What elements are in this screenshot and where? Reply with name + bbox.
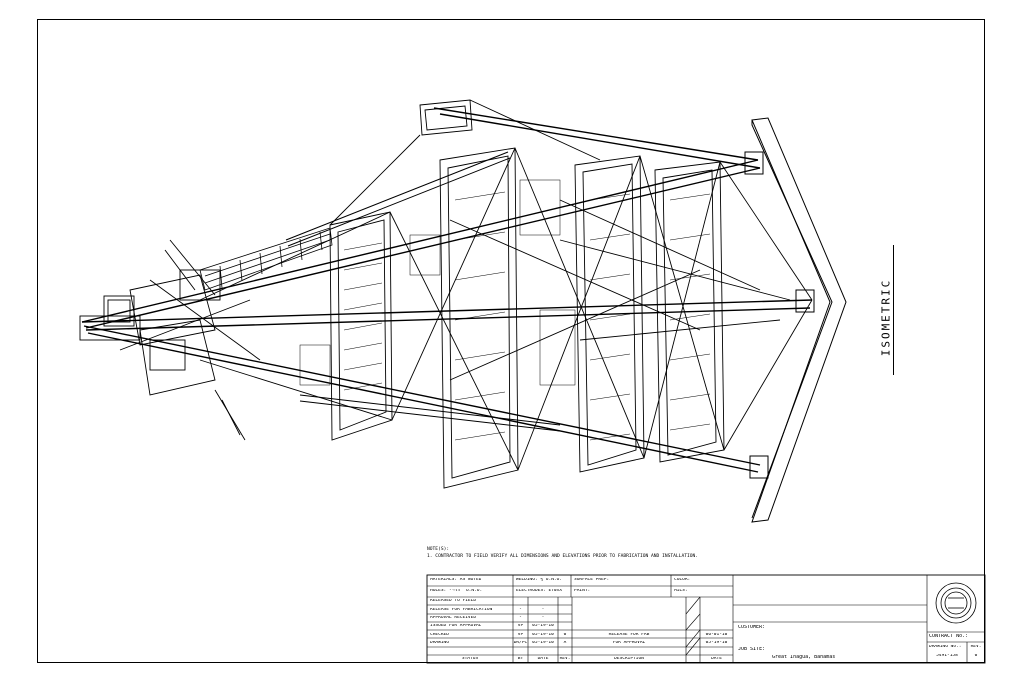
pipe-runs bbox=[285, 151, 561, 432]
status-row-by: DR/PC bbox=[513, 641, 528, 645]
status-row-release-for-fabrication: RELEASE FOR FABRICATION bbox=[430, 608, 493, 612]
status-row-date: 05-19-10 bbox=[532, 624, 554, 628]
column-header-description: DESCRIPTION bbox=[614, 657, 644, 661]
status-row-drawing: DRAWING bbox=[430, 641, 449, 645]
color-field: COLOR: bbox=[674, 578, 691, 582]
status-row-by: VP bbox=[517, 624, 524, 628]
column-header-date-2: DATE bbox=[711, 657, 722, 661]
status-row-date: - bbox=[541, 616, 545, 620]
paint-field: PAINT: bbox=[574, 589, 591, 593]
column-header-rev: REV. bbox=[559, 657, 571, 661]
revision-description: FOR APPROVAL bbox=[612, 641, 646, 645]
notes-header: NOTE(S): bbox=[427, 547, 450, 552]
contract-number-label: CONTRACT No.: bbox=[929, 634, 969, 639]
welding-field: WELDING: ¼ U.N.O. bbox=[516, 578, 563, 582]
note-1: 1. CONTRACTOR TO FIELD VERIFY ALL DIMENS… bbox=[427, 553, 699, 559]
revision-date: 06-01-10 bbox=[705, 633, 728, 637]
tower-legs bbox=[81, 107, 813, 473]
rev-value: 0 bbox=[974, 654, 978, 658]
status-row-by: - bbox=[519, 608, 522, 612]
revision-description: RELEASE FOR FAB bbox=[608, 633, 650, 637]
head-assembly bbox=[79, 239, 261, 441]
column-header-by: BY bbox=[517, 657, 524, 661]
aisc-seal-logo bbox=[935, 582, 977, 624]
status-row-date: 05-19-10 bbox=[532, 641, 554, 645]
base-slab bbox=[751, 117, 847, 523]
column-header-date: DATE bbox=[537, 657, 549, 661]
revision-number: 0 bbox=[563, 633, 567, 637]
status-row-date: - bbox=[541, 608, 545, 612]
rev-label: REV. bbox=[970, 645, 982, 649]
status-row-issued-for-approval: ISSUED FOR APPROVAL bbox=[430, 624, 482, 628]
status-row-by: VP bbox=[517, 633, 524, 637]
status-row-checked: CHECKED bbox=[430, 633, 449, 637]
status-row-released-to-field: RELEASED TO FIELD bbox=[430, 599, 477, 603]
catwalk bbox=[199, 227, 333, 291]
surface-prep-field: SURFACE PREP: bbox=[574, 578, 610, 582]
job-site-value: Great Inagua, Bahamas bbox=[772, 655, 836, 660]
drawing-number-value: 5491-158 bbox=[936, 654, 958, 658]
column-header-status: STATUS bbox=[461, 657, 479, 661]
customer-label: CUSTOMER: bbox=[738, 625, 766, 630]
drawing-sheet-border bbox=[37, 19, 985, 663]
mils-field: MILS: bbox=[674, 589, 688, 593]
revision-number: A bbox=[563, 641, 567, 645]
status-row-date: 05-19-10 bbox=[532, 633, 554, 637]
grating-details bbox=[299, 179, 711, 441]
materials-field: MATERIALS: AS NOTED bbox=[430, 578, 482, 582]
status-row-approval-received: APPROVAL RECEIVED bbox=[430, 616, 477, 620]
drawing-number-label: DRAWING No.: bbox=[929, 645, 962, 649]
job-site-label: JOB SITE: bbox=[738, 647, 766, 652]
status-row-by: - bbox=[519, 616, 522, 620]
revision-date: 05-19-10 bbox=[705, 641, 728, 645]
view-label-line bbox=[893, 245, 894, 375]
holes-field: HOLES: ¹³⁄₁₆" U.N.O. bbox=[430, 589, 483, 593]
electrodes-field: ELECTRODES: E70XX bbox=[516, 589, 563, 593]
notes-block: NOTE(S): 1. CONTRACTOR TO FIELD VERIFY A… bbox=[427, 547, 698, 560]
cross-bracing bbox=[199, 99, 813, 471]
